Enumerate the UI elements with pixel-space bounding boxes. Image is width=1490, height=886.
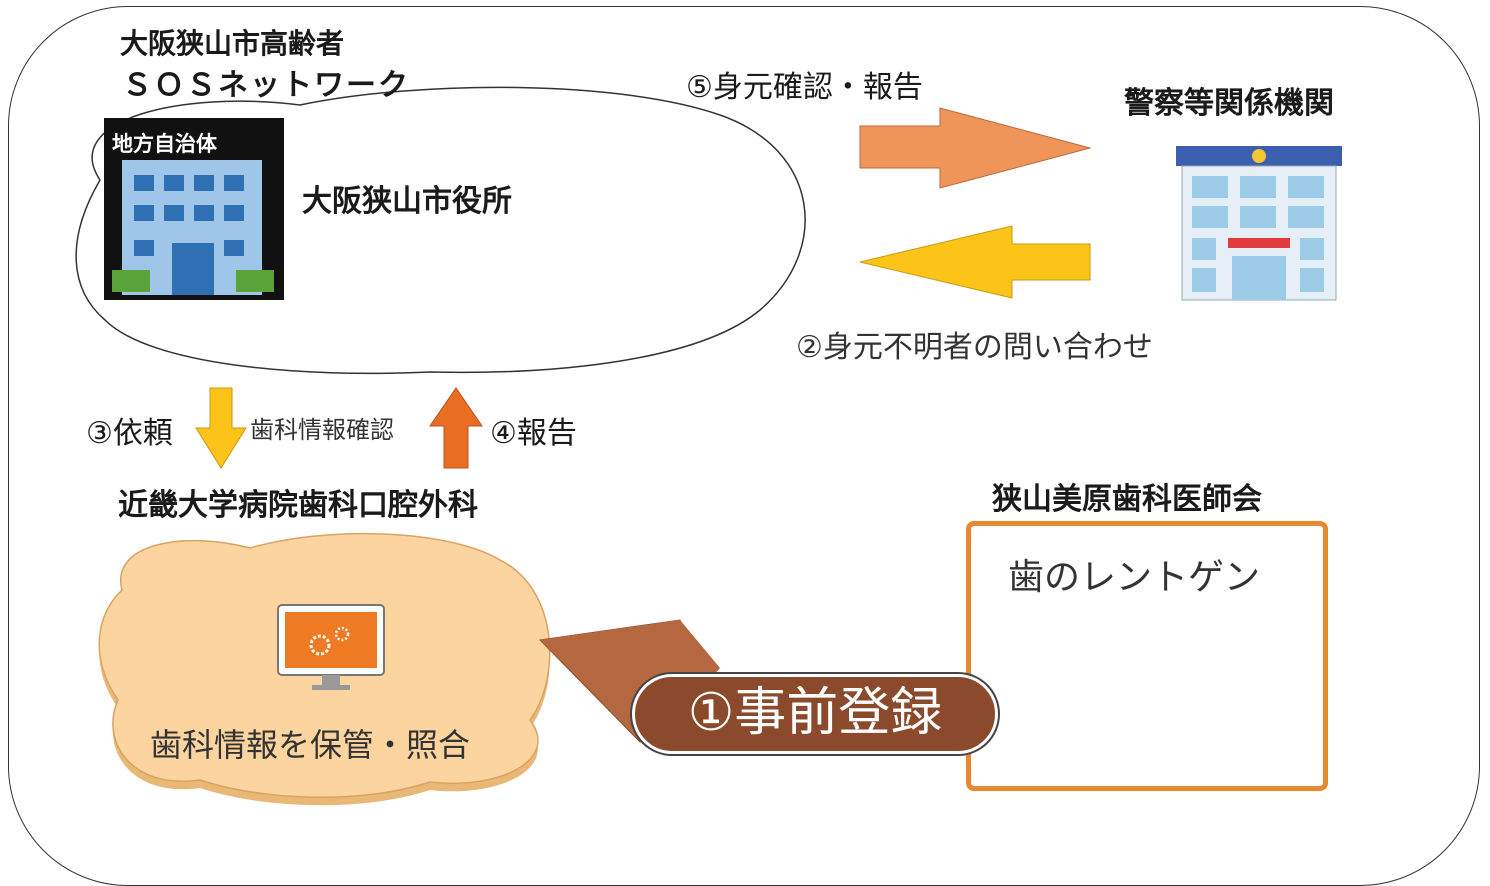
step5-label: ⑤身元確認・報告 [686, 70, 923, 105]
step4-label: ④報告 [490, 416, 577, 451]
police-building-icon [1176, 146, 1342, 301]
arrow-step3 [195, 387, 247, 469]
step2-label: ②身元不明者の問い合わせ [796, 330, 1153, 365]
monitor-icon [277, 604, 385, 690]
network-title-line2: ＳＯＳネットワーク [122, 68, 410, 103]
xray-caption: 歯のレントゲン [1008, 557, 1261, 598]
xray-frame [966, 521, 1328, 791]
police-label: 警察等関係機関 [1124, 86, 1334, 121]
arrow-step5 [859, 107, 1092, 189]
dentists-label: 狭山美原歯科医師会 [992, 482, 1262, 517]
arrow-step2 [859, 225, 1091, 299]
step1-badge: ①事前登録 [632, 674, 998, 754]
dental-check-label: 歯科情報確認 [250, 416, 394, 444]
city-hall-label: 大阪狭山市役所 [302, 184, 512, 219]
arrow-step4 [429, 387, 483, 469]
hospital-label: 近畿大学病院歯科口腔外科 [118, 488, 478, 523]
city-hall-sign: 地方自治体 [112, 132, 217, 156]
step3-label: ③依頼 [86, 416, 173, 451]
storage-label: 歯科情報を保管・照合 [150, 726, 471, 764]
city-hall-icon [104, 118, 284, 300]
network-title-line1: 大阪狭山市高齢者 [120, 27, 345, 60]
